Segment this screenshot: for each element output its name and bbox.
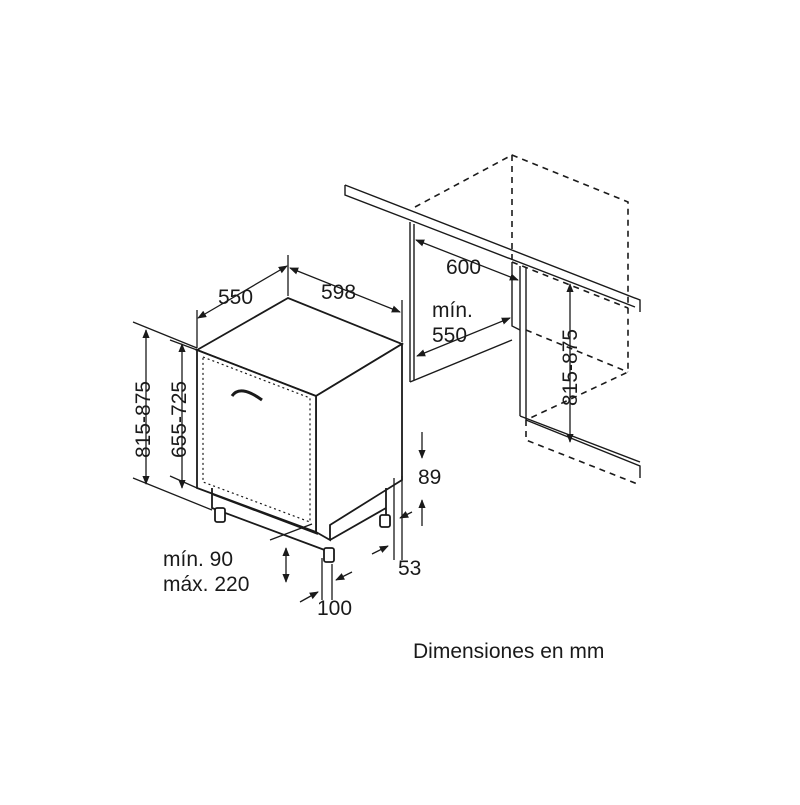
label-height-total: 815-875 — [132, 381, 155, 458]
label-plinth-max: máx. 220 — [163, 573, 249, 596]
label-foot-depth: 100 — [317, 597, 352, 620]
label-niche-height: 815-875 — [559, 329, 582, 406]
label-plinth-min: mín. 90 — [163, 548, 233, 571]
dishwasher-body — [194, 297, 405, 563]
label-height-door: 655-725 — [168, 381, 191, 458]
label-depth: 550 — [218, 286, 253, 309]
unit-caption: Dimensiones en mm — [413, 640, 604, 663]
label-plinth-gap: 89 — [418, 466, 441, 489]
label-foot-offset: 53 — [398, 557, 421, 580]
cabinet-niche — [344, 154, 641, 486]
label-niche-depth-prefix: mín. — [432, 299, 473, 322]
label-width: 598 — [321, 281, 356, 304]
label-niche-depth-value: 550 — [432, 324, 467, 347]
dimension-lines — [132, 239, 574, 603]
label-niche-width: 600 — [446, 256, 481, 279]
